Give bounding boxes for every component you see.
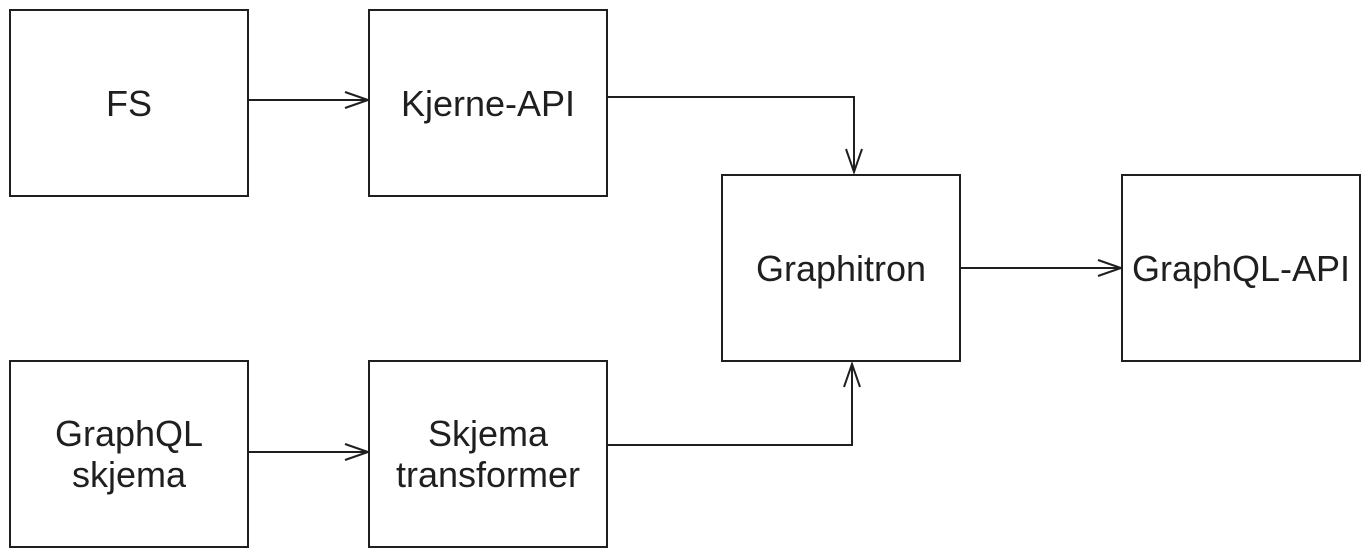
node-graphql-skjema: GraphQL skjema [9,360,249,548]
edge-transformer-to-graphitron [608,364,853,446]
node-kjerne-api: Kjerne-API [368,9,608,197]
node-fs: FS [9,9,249,197]
node-graphql-api: GraphQL-API [1121,174,1361,362]
arrowhead-graphitron-bottom-icon [843,360,861,388]
arrowhead-graphitron-top-icon [845,148,863,176]
node-fs-label: FS [105,82,152,124]
node-graphql-skjema-label-line-1: GraphQL [54,413,204,454]
node-skjema-transformer-label-line-1: Skjema [427,413,549,454]
node-graphql-skjema-label-line-2: skjema [71,454,187,495]
node-graphitron-label: Graphitron [755,247,927,289]
node-skjema-transformer: Skjema transformer [368,360,608,548]
node-graphql-api-label: GraphQL-API [1131,247,1351,289]
node-kjerne-api-label: Kjerne-API [400,82,576,124]
node-graphitron: Graphitron [721,174,961,362]
edge-kjerne-api-to-graphitron [608,96,855,172]
node-skjema-transformer-label-line-2: transformer [395,454,581,495]
